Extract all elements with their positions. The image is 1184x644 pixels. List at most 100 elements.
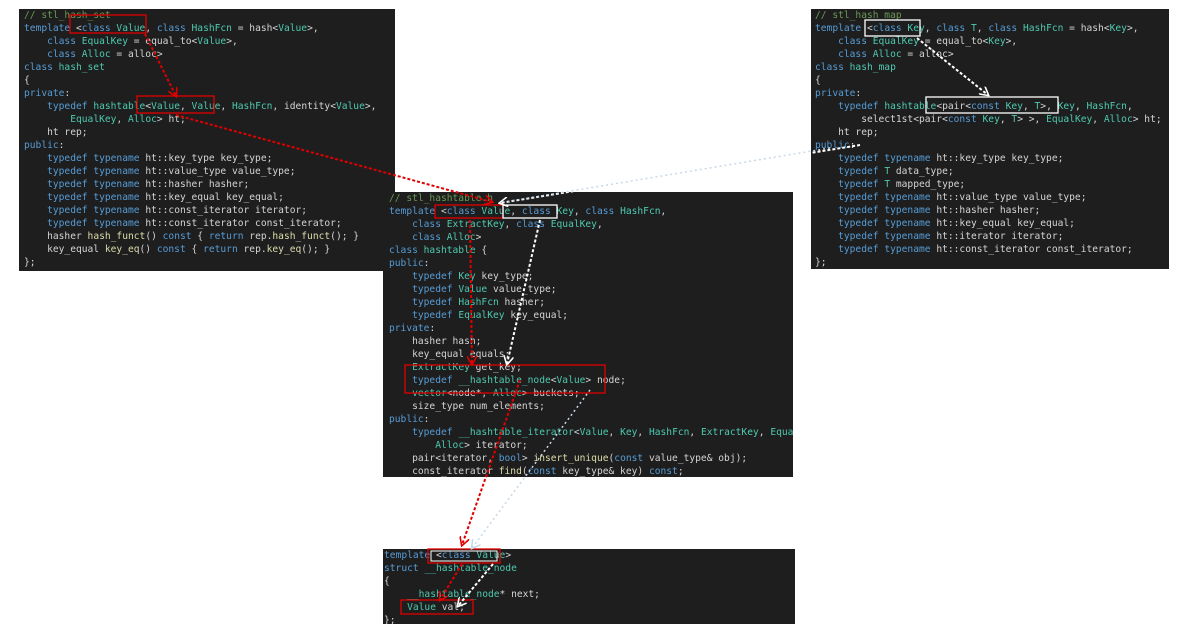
code-token: typedef — [47, 101, 94, 112]
code-token: template — [384, 550, 436, 561]
code-line: typedef typename ht::value_type value_ty… — [815, 191, 1162, 204]
code-token — [815, 218, 838, 229]
code-line: // stl_hash_set — [24, 9, 376, 22]
code-line: class Alloc = alloc> — [815, 48, 1162, 61]
code-token: class — [47, 49, 82, 60]
code-token: hashtable — [884, 101, 937, 112]
code-token: : — [855, 88, 862, 99]
code-token: { — [384, 576, 390, 587]
code-token: HashFcn — [620, 206, 661, 217]
code-token: (); } — [301, 244, 331, 255]
code-line: template <class Value, class HashFcn = h… — [24, 22, 376, 35]
code-token: T — [884, 166, 891, 177]
code-token: ht::value_type value_type; — [936, 192, 1087, 203]
code-token: struct — [384, 563, 425, 574]
code-line: class EqualKey = equal_to<Value>, — [24, 35, 376, 48]
code-line: typedef typename ht::const_iterator iter… — [24, 204, 376, 217]
hashtable-node-code: template <class Value>struct __hashtable… — [384, 549, 540, 624]
code-token: , — [510, 206, 522, 217]
code-line: class hashtable { — [389, 244, 793, 257]
code-token: ht::const_iterator iterator; — [145, 205, 308, 216]
code-token: return — [203, 244, 244, 255]
code-token: ht::key_equal key_equal; — [936, 218, 1075, 229]
code-line: template <class Value, class Key, class … — [389, 205, 793, 218]
code-token — [384, 589, 407, 600]
code-line: typedef typename ht::key_type key_type; — [24, 152, 376, 165]
code-token: T — [884, 179, 891, 190]
code-token: rep. — [243, 244, 267, 255]
code-token: class — [47, 36, 82, 47]
code-token: typedef — [412, 427, 459, 438]
code-token: = alloc> — [901, 49, 954, 60]
code-token: __hashtable_node — [458, 375, 551, 386]
code-line: __hashtable_node* next; — [384, 588, 540, 601]
code-token: Value — [197, 36, 227, 47]
code-line: typedef typename ht::key_equal key_equal… — [815, 217, 1162, 230]
code-token: : — [423, 414, 430, 425]
code-token: > buckets; — [521, 388, 580, 399]
code-line: const_iterator find(const key_type& key)… — [389, 465, 793, 477]
code-token — [24, 114, 70, 125]
code-token: >, — [1005, 36, 1018, 47]
code-token: class — [585, 206, 621, 217]
code-token: class — [838, 36, 873, 47]
code-token: Key — [1109, 23, 1127, 34]
code-token: select1st<pair< — [815, 114, 948, 125]
code-token: EqualKey — [550, 219, 597, 230]
code-token: T — [970, 23, 977, 34]
code-token: HashFcn — [191, 23, 232, 34]
code-token: template — [389, 206, 441, 217]
code-token: > node; — [585, 375, 626, 386]
code-line: vector<node*, Alloc> buckets; — [389, 387, 793, 400]
code-token: public — [24, 140, 59, 151]
code-line: pair<iterator, bool> insert_unique(const… — [389, 452, 793, 465]
code-token: Value — [116, 23, 146, 34]
code-token — [815, 244, 838, 255]
code-token: private — [24, 88, 65, 99]
code-token: = hash< — [231, 23, 279, 34]
code-token — [389, 427, 412, 438]
code-token: > — [521, 453, 534, 464]
code-line: // stl_hashtable.h — [389, 192, 793, 205]
code-line: size_type num_elements; — [389, 400, 793, 413]
code-token: HashFcn — [648, 427, 690, 438]
code-line: typedef hashtable<Value, Value, HashFcn,… — [24, 100, 376, 113]
code-token: = hash< — [1063, 23, 1110, 34]
code-token: , — [689, 427, 701, 438]
code-token: , — [504, 219, 517, 230]
code-token: typedef — [412, 271, 459, 282]
code-token — [389, 310, 412, 321]
code-token: typedef — [412, 297, 459, 308]
code-token: key_eq — [266, 244, 302, 255]
code-token: > — [505, 550, 512, 561]
code-token — [24, 179, 47, 190]
code-token: { — [24, 75, 30, 86]
code-token: , — [999, 114, 1012, 125]
code-token: Key — [620, 427, 638, 438]
code-token: const — [970, 101, 1006, 112]
code-token: __hashtable_iterator — [458, 427, 574, 438]
code-token: > ht; — [156, 114, 186, 125]
code-token: ht rep; — [815, 127, 879, 138]
code-token: EqualKey — [458, 310, 505, 321]
code-token: const — [648, 466, 678, 477]
code-line: ExtractKey get_key; — [389, 361, 793, 374]
code-line: }; — [24, 256, 376, 269]
code-line: { — [24, 74, 376, 87]
code-token: typedef typename — [838, 205, 937, 216]
code-token: , — [660, 206, 667, 217]
code-token: : — [423, 258, 430, 269]
code-token: public — [389, 258, 424, 269]
code-line: EqualKey, Alloc> ht; — [24, 113, 376, 126]
code-line: class ExtractKey, class EqualKey, — [389, 218, 793, 231]
code-token: value_type& obj); — [648, 453, 748, 464]
code-line: class EqualKey = equal_to<Key>, — [815, 35, 1162, 48]
code-token: typedef — [412, 375, 459, 386]
code-line: Alloc> iterator; — [389, 439, 793, 452]
code-line: }; — [815, 256, 1162, 269]
code-line: template <class Key, class T, class Hash… — [815, 22, 1162, 35]
code-token: = equal_to< — [127, 36, 198, 47]
code-token: , identity< — [272, 101, 336, 112]
